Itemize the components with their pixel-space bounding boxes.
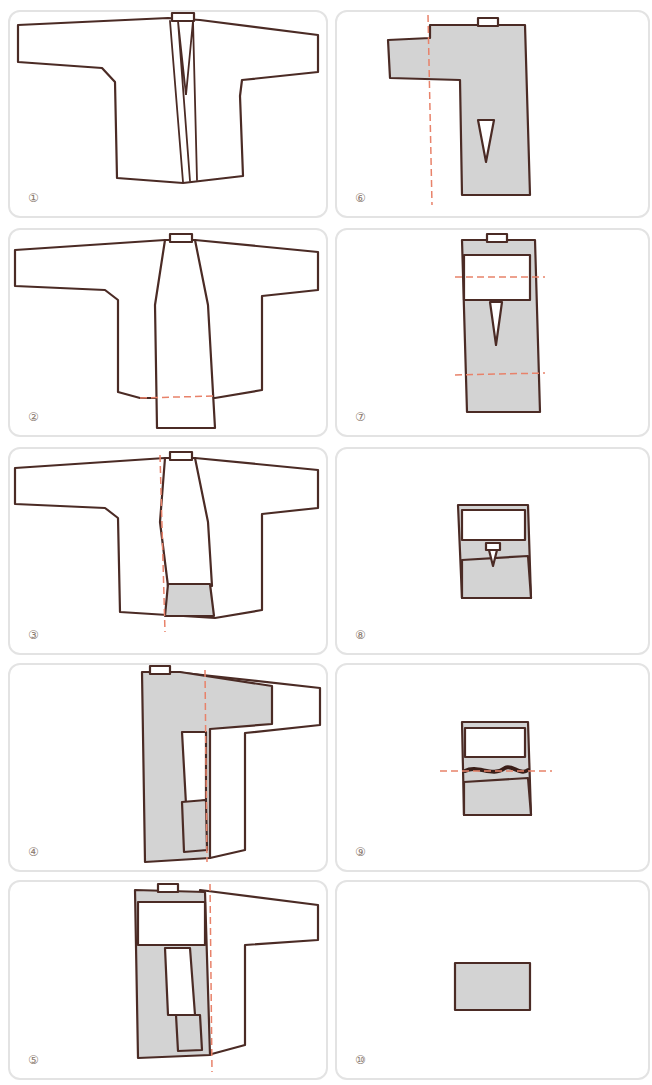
- fold-line: [440, 770, 552, 772]
- garment-drawing: [388, 15, 530, 205]
- jacket-back: [200, 890, 318, 1055]
- garment-drawing: [15, 452, 318, 632]
- step-panel: ④: [8, 663, 328, 872]
- folded-hem: [182, 800, 207, 852]
- jacket-outline: [18, 18, 318, 183]
- folded-jacket: [388, 25, 530, 195]
- folded-bundle: [458, 505, 531, 598]
- lapel-line: [170, 21, 197, 182]
- collar: [150, 666, 170, 674]
- step-number: ②: [28, 411, 39, 423]
- step-number: ⑥: [355, 192, 366, 204]
- bottom-flap: [464, 778, 531, 815]
- fold-line: [455, 277, 545, 375]
- garment-drawing: [455, 234, 545, 412]
- folded-jacket: [462, 240, 540, 412]
- fold-line: [428, 15, 432, 205]
- folded-front: [155, 240, 215, 428]
- step-panel: ⑦: [335, 228, 650, 437]
- step-number: ⑩: [355, 1054, 366, 1066]
- step-panel: ③: [8, 447, 328, 655]
- folded-half: [142, 672, 272, 862]
- collar: [478, 18, 498, 26]
- garment-drawing: [142, 666, 320, 862]
- folded-half: [135, 890, 210, 1058]
- inner-opening: [489, 550, 497, 566]
- garment-drawing: [440, 722, 552, 815]
- step-panel: ⑧: [335, 447, 650, 655]
- inner-opening: [182, 732, 206, 804]
- jacket-outline: [15, 458, 318, 618]
- step-number: ⑦: [355, 411, 366, 423]
- step-number: ⑧: [355, 629, 366, 641]
- folded-hem: [165, 584, 214, 616]
- inner-opening: [478, 120, 494, 162]
- top-flap: [465, 728, 525, 757]
- inner-opening: [165, 948, 195, 1015]
- folded-sleeve: [464, 255, 530, 300]
- garment-drawing: [135, 884, 318, 1072]
- step-panel: ①: [8, 10, 328, 218]
- step-panel: ⑤: [8, 880, 328, 1080]
- step-number: ④: [28, 846, 39, 858]
- folded-sleeve: [138, 902, 205, 945]
- step-panel: ②: [8, 228, 328, 437]
- folded-front: [160, 458, 212, 586]
- step-panel: ⑥: [335, 10, 650, 218]
- collar: [158, 884, 178, 892]
- folded-hem: [176, 1015, 202, 1051]
- collar: [170, 234, 192, 242]
- step-number: ①: [28, 192, 39, 204]
- fold-line: [160, 455, 165, 632]
- fold-line: [205, 670, 207, 862]
- fold-line: [140, 396, 215, 398]
- step-number: ⑤: [28, 1054, 39, 1066]
- step-number: ③: [28, 629, 39, 641]
- garment-drawing: [458, 505, 531, 598]
- bottom-flap: [462, 556, 531, 598]
- garment-drawing: [15, 234, 318, 428]
- step-number: ⑨: [355, 846, 366, 858]
- folded-bundle: [462, 722, 531, 815]
- collar: [170, 452, 192, 460]
- garment-drawing: [18, 13, 318, 183]
- garment-drawing: [455, 963, 530, 1010]
- top-flap: [462, 510, 525, 540]
- folded-package: [455, 963, 530, 1010]
- collar: [172, 13, 194, 21]
- step-panel: ⑨: [335, 663, 650, 872]
- inner-opening: [490, 302, 502, 345]
- collar: [487, 234, 507, 242]
- fold-line: [210, 884, 212, 1072]
- step-panel: ⑩: [335, 880, 650, 1080]
